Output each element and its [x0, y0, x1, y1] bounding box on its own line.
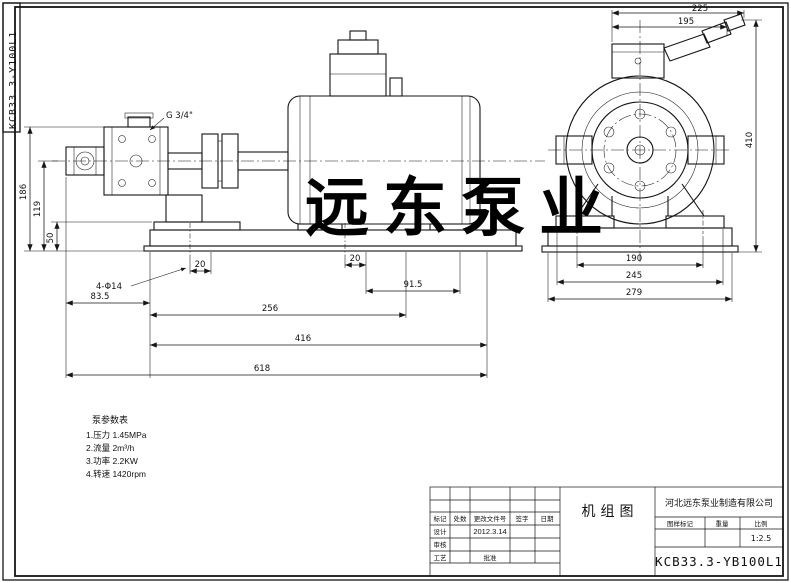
dimensions: 186 119 50 G 3/4" 20 20 91.5 83.5 4-Φ14 … [19, 4, 762, 378]
tb-col-date: 日期 [541, 515, 555, 523]
pump-body [103, 112, 169, 196]
terminal-box-cap [337, 39, 379, 55]
tb-col-sign: 签字 [516, 514, 530, 523]
dim-190: 190 [626, 254, 642, 264]
corner-code-box: KCB33.3-Y100L1 [2, 2, 21, 133]
note-line-pressure: 1.压力 1.45MPa [86, 430, 147, 440]
company-name: 河北远东泵业制造有限公司 [665, 497, 773, 508]
scale-value: 1:2.5 [751, 534, 772, 543]
stamp-weight-label: 重量 [716, 520, 730, 528]
dim-91-5: 91.5 [404, 280, 423, 290]
pump-top-port [127, 116, 151, 128]
note-line-flow: 2.流量 2m³/h [86, 443, 134, 453]
notes-title: 泵参数表 [92, 414, 128, 425]
tb-row-process: 工艺 [434, 554, 448, 562]
dim-119: 119 [33, 201, 43, 217]
dim-83-5: 83.5 [91, 292, 110, 302]
end-view [541, 13, 746, 262]
stamp-mark-label: 图样标记 [667, 519, 694, 528]
stamp-scale-label: 比例 [755, 519, 768, 528]
lifting-lug [389, 77, 403, 97]
tb-row-check: 审核 [434, 540, 448, 549]
tb-col-count: 处数 [454, 514, 468, 523]
dim-195: 195 [678, 17, 694, 27]
hub-circle [626, 136, 654, 164]
tb-col-doc: 更改文件号 [474, 514, 507, 523]
tb-row-approve: 批准 [484, 553, 498, 562]
dim-416: 416 [295, 334, 311, 344]
dim-20-front: 20 [195, 260, 206, 270]
cable-gland [663, 33, 711, 62]
title-block: 标记 处数 更改文件号 签字 日期 设计 2012.3.14 审核 工艺 批准 … [429, 486, 784, 577]
dim-618: 618 [254, 364, 270, 374]
terminal-box [329, 53, 387, 97]
side-view [52, 30, 545, 258]
dim-50: 50 [46, 233, 56, 244]
drawing-title: 机组图 [582, 503, 639, 519]
dim-279: 279 [626, 288, 642, 298]
side-ports [555, 135, 725, 165]
port-thread-label: G 3/4" [166, 111, 193, 121]
end-view-terminal-box [611, 13, 746, 79]
dim-410: 410 [745, 132, 755, 148]
inner-border [14, 6, 784, 577]
cover-bolts [603, 108, 677, 192]
terminal-box-knob [349, 30, 367, 41]
dim-245: 245 [626, 271, 642, 281]
baseplate [143, 223, 523, 258]
pump-parameter-notes: 泵参数表 1.压力 1.45MPa 2.流量 2m³/h 3.功率 2.2KW … [86, 414, 147, 479]
corner-code-text: KCB33.3-Y100L1 [8, 31, 19, 129]
tb-design-date: 2012.3.14 [473, 527, 506, 536]
dim-256: 256 [262, 304, 278, 314]
motor-face-circle [565, 75, 715, 225]
tb-col-mark: 标记 [434, 514, 448, 523]
watermark-text: 远东泵业 [305, 171, 617, 246]
end-view-feet [541, 183, 739, 253]
dim-225: 225 [692, 4, 708, 14]
drawing-number: KCB33.3-YB100L1 [655, 554, 783, 569]
pump-bracket [153, 194, 241, 231]
motor-body [287, 30, 481, 231]
anchor-holes-label: 4-Φ14 [96, 282, 122, 292]
dim-20-rear: 20 [350, 254, 361, 264]
bolt-circle [603, 113, 677, 187]
dim-186: 186 [19, 184, 29, 200]
note-line-power: 3.功率 2.2KW [86, 456, 138, 466]
note-line-speed: 4.转速 1420rpm [86, 469, 146, 479]
tb-row-design: 设计 [434, 527, 448, 536]
